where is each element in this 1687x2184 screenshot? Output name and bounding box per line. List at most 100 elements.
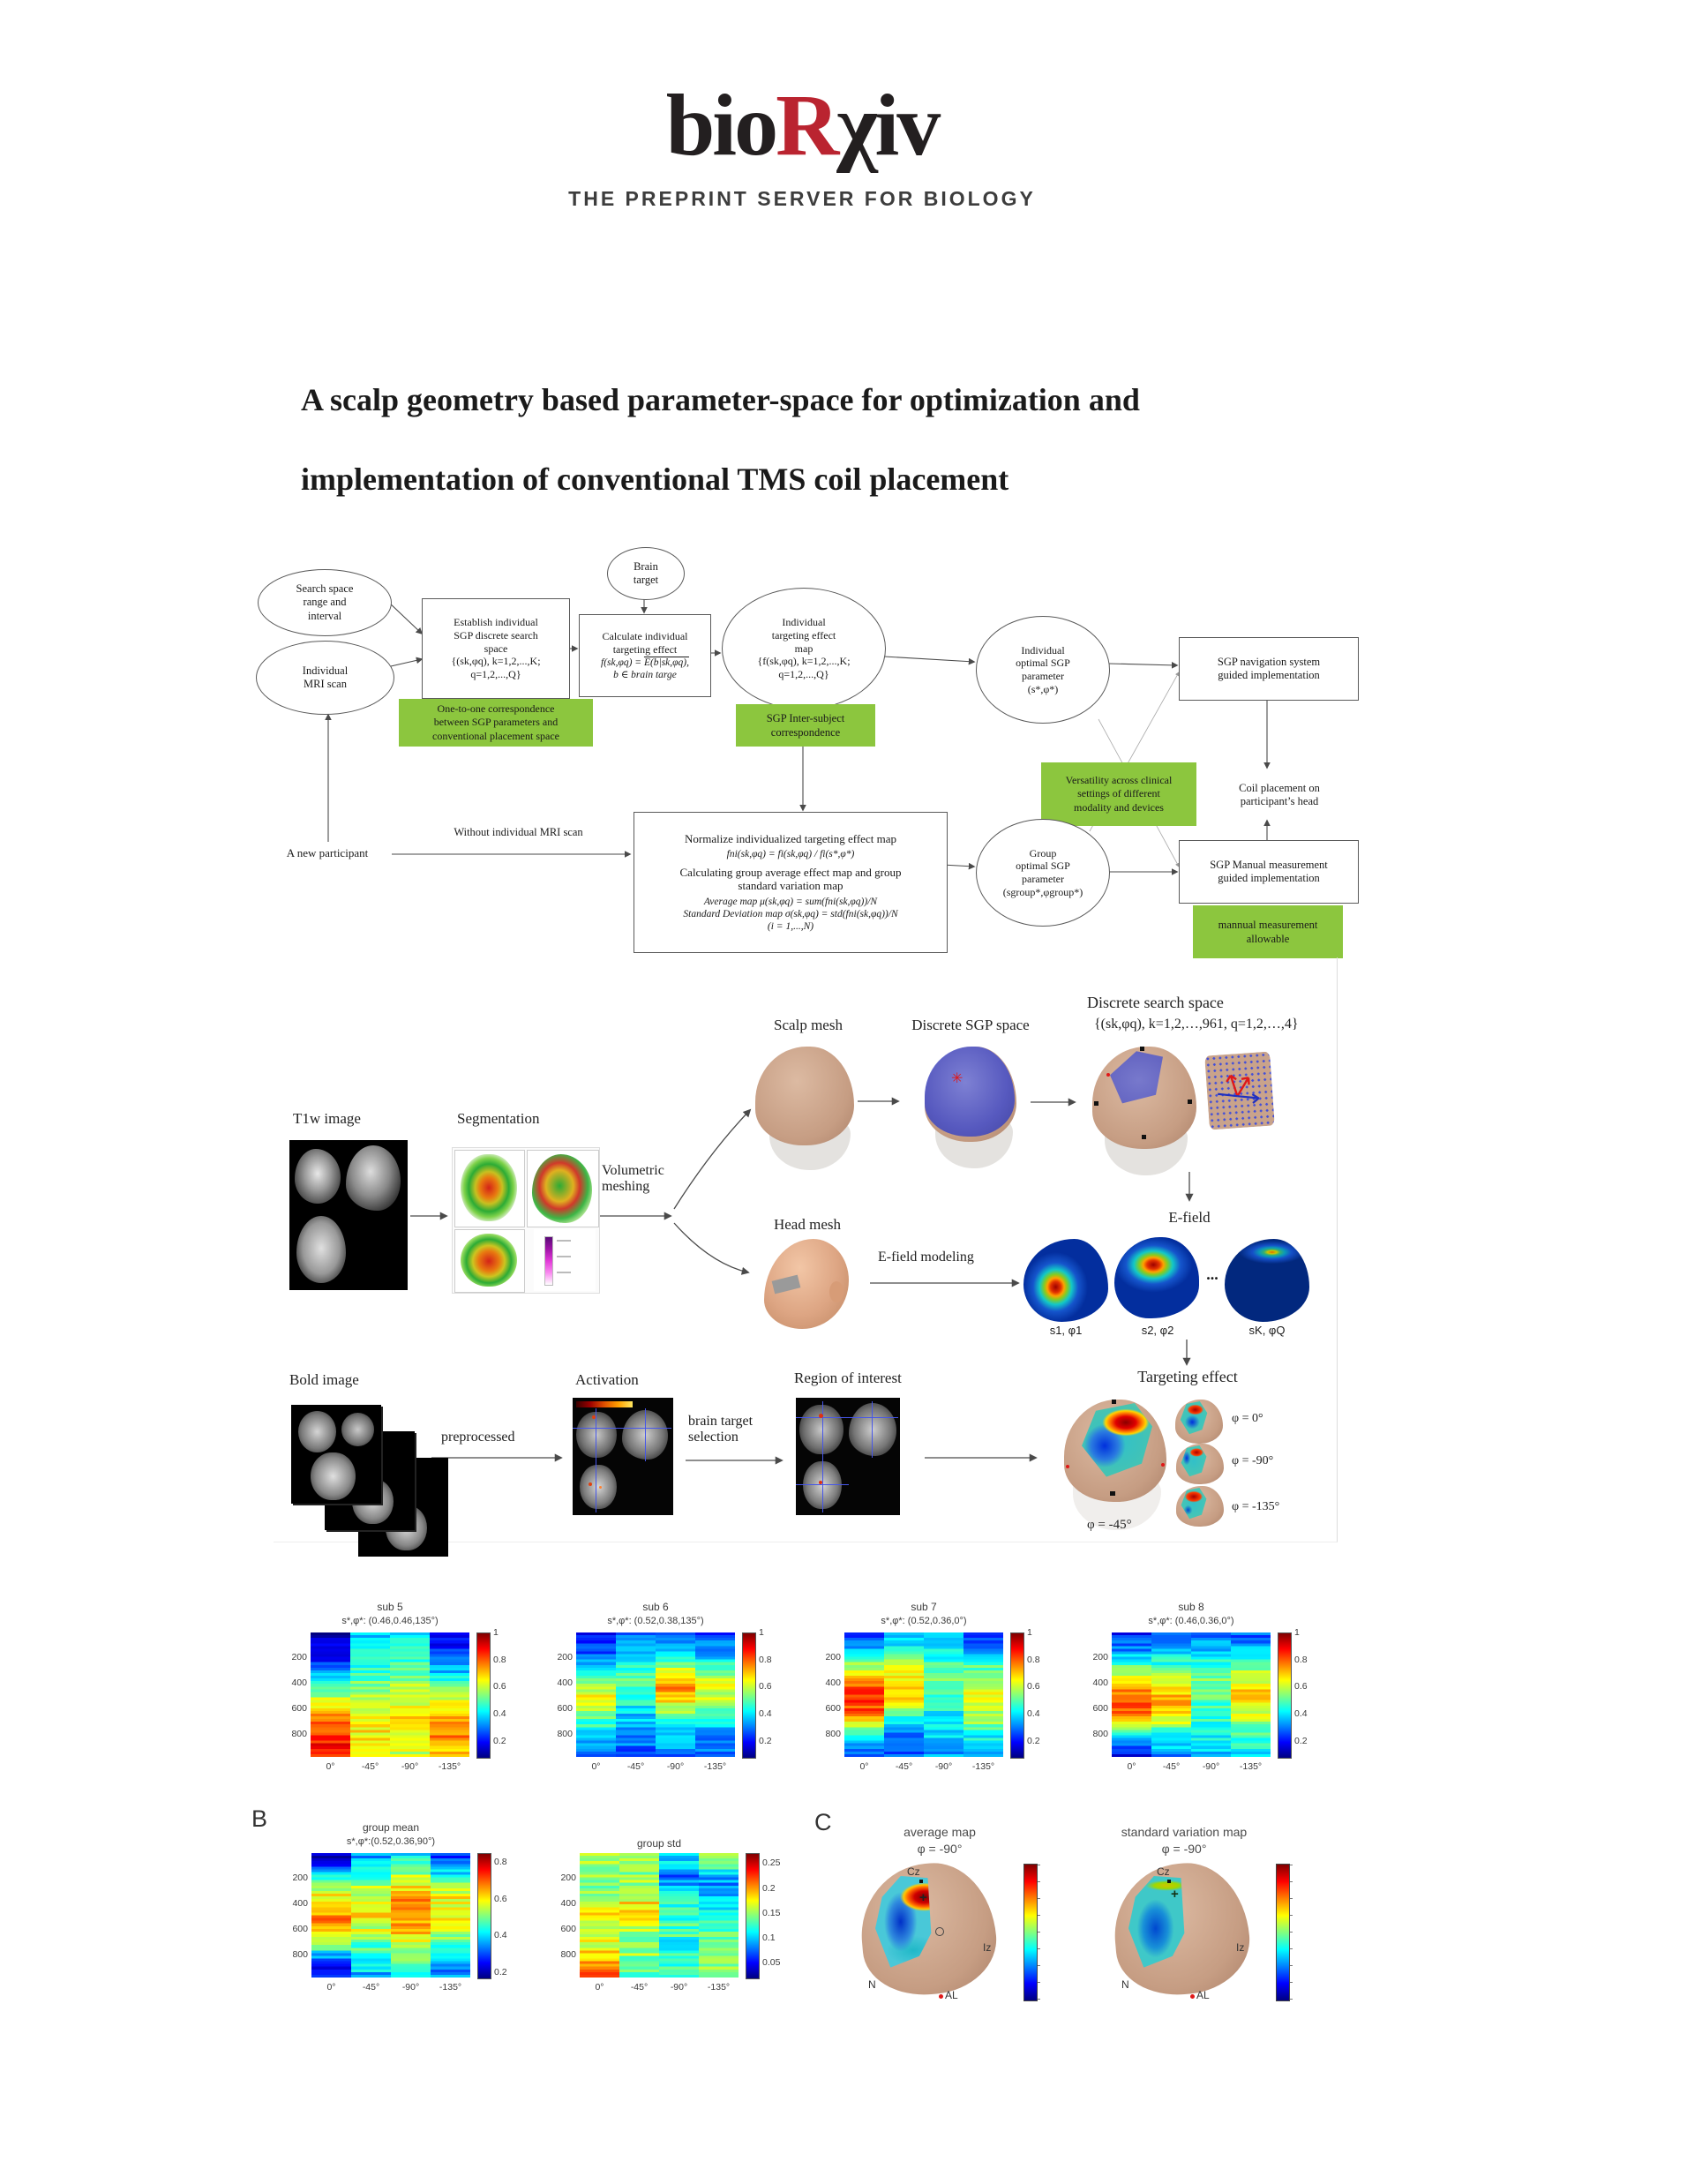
x-tick: -90° [670, 1982, 688, 1993]
red-dot [1066, 1465, 1069, 1468]
y-tick: 800 [560, 1949, 576, 1961]
colorbar-tick: 0.15 [762, 1907, 781, 1918]
colorbar-tick: 0.4 [494, 1930, 507, 1941]
ear [829, 1281, 844, 1302]
colorbar-tick: 1 [493, 1627, 499, 1638]
colorbar-tick: 1 [1027, 1627, 1032, 1638]
sgp-space-graphic: ✳ [925, 1047, 1022, 1174]
brain-label-2: s2, φ2 [1141, 1324, 1174, 1337]
colorbar-tick: 0.8 [1027, 1654, 1040, 1665]
blue-arrow [1218, 1092, 1238, 1098]
colorbar-tick: 0.2 [494, 1966, 507, 1978]
ellipsis: ... [1206, 1265, 1218, 1283]
colorbar-tick: 1 [1294, 1627, 1300, 1638]
plus-marker: + [1171, 1887, 1179, 1902]
activation-dot [599, 1486, 602, 1489]
heatmap-column [619, 1853, 659, 1978]
heatmap-colorbar [476, 1632, 491, 1759]
red-dot [1106, 1073, 1110, 1077]
curved-arrow [673, 1222, 750, 1275]
y-tick: 200 [1092, 1652, 1108, 1663]
blue-arrow [1237, 1095, 1259, 1100]
heatmap-column [656, 1632, 695, 1757]
heatmap-column [391, 1853, 431, 1978]
text-new-participant: A new participant [286, 846, 369, 859]
activation-dot [589, 1482, 592, 1486]
y-tick: 800 [291, 1729, 307, 1740]
mri-blob [341, 1412, 374, 1447]
x-tick: 0° [326, 1982, 336, 1993]
mri-blob [295, 1149, 341, 1204]
heatmap-title: sub 5 [377, 1601, 403, 1613]
heatmap-plot [580, 1853, 739, 1978]
heatmap-column [963, 1632, 1003, 1757]
al-red-dot [1190, 1994, 1195, 1999]
mri-blob [311, 1452, 356, 1500]
arrow [883, 656, 976, 665]
roi-dot [819, 1481, 822, 1484]
std-map-colorbar [1276, 1864, 1293, 2001]
heatmap-colorbar [477, 1853, 491, 1979]
x-tick: -90° [401, 1982, 420, 1993]
search-space-graphic [1092, 1047, 1200, 1177]
y-tick: 400 [557, 1677, 573, 1689]
paper-title-line1: A scalp geometry based parameter-space f… [301, 382, 1140, 417]
seg-blob [532, 1154, 592, 1223]
y-tick: 600 [292, 1924, 308, 1935]
fiducial-marker [919, 1880, 923, 1883]
scalp-dome [755, 1047, 854, 1145]
al-label: AL [945, 1989, 958, 2001]
brain-label-3: sK, φQ [1248, 1324, 1286, 1337]
seg-tick-text [557, 1240, 571, 1242]
al-red-dot [939, 1994, 943, 1999]
y-tick: 200 [291, 1652, 307, 1663]
label-volumetric: Volumetric meshing [602, 1163, 664, 1194]
colorbar-tick: 0.6 [1294, 1681, 1308, 1692]
curved-arrow [673, 1108, 752, 1210]
heatmap-column [431, 1853, 470, 1978]
heatmap-column [659, 1853, 699, 1978]
arrow [387, 601, 424, 635]
arrow [390, 657, 424, 667]
seg-blob [461, 1154, 517, 1221]
n-label: N [1121, 1978, 1129, 1991]
node-individual-optimal: Individual optimal SGP parameter (s*,φ*) [976, 616, 1110, 724]
efield-brain-1 [1023, 1239, 1108, 1322]
calculate-formula2: b ∈ brain targe [613, 669, 677, 680]
figure-arrows [410, 1097, 1194, 1465]
biorxiv-logo: bioRχiv [273, 74, 1331, 176]
label-roi: Region of interest [794, 1370, 902, 1386]
seg-image [454, 1150, 525, 1227]
heatmap-column [924, 1632, 963, 1757]
label-brain-target-selection: brain target selection [688, 1414, 754, 1445]
fiducial-marker [1140, 1047, 1144, 1051]
mri-blob [346, 1145, 401, 1211]
label-head-mesh: Head mesh [773, 1216, 841, 1233]
roi-panel [796, 1398, 900, 1515]
fiducial-marker [1112, 1400, 1116, 1404]
colorbar-tick: 0.4 [493, 1708, 506, 1719]
x-tick: -45° [630, 1982, 649, 1993]
segmentation-panel [452, 1147, 600, 1294]
colorbar-tick: 0.4 [1027, 1708, 1040, 1719]
fiducial-marker [1142, 1135, 1146, 1139]
y-tick: 400 [560, 1898, 576, 1910]
colorbar-tick: 0.1 [762, 1932, 776, 1943]
heatmap-column [884, 1632, 924, 1757]
x-tick: -135° [1239, 1761, 1263, 1772]
heatmap-plot [844, 1632, 1003, 1757]
x-tick: -45° [626, 1761, 645, 1772]
brain-label-1: s1, φ1 [1049, 1324, 1083, 1337]
seg-image [527, 1150, 599, 1227]
heatmap-plot [311, 1632, 469, 1757]
y-tick: 800 [825, 1729, 841, 1740]
label-phi-45: φ = -45° [1087, 1518, 1132, 1532]
heatmap-column [580, 1853, 619, 1978]
x-tick: 0° [859, 1761, 869, 1772]
label-efield-modeling: E-field modeling [878, 1250, 974, 1265]
